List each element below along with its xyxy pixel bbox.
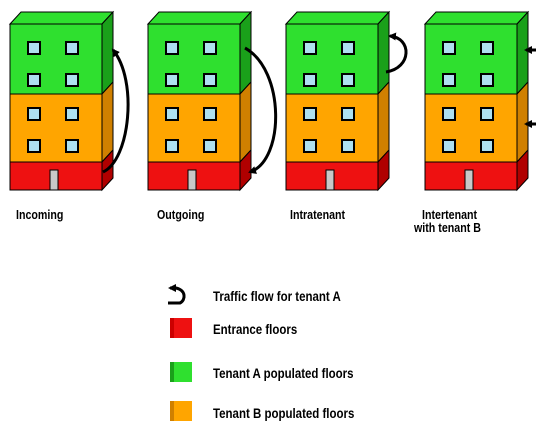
window	[303, 73, 317, 87]
label-outgoing: Outgoing	[157, 207, 205, 222]
window	[165, 139, 179, 153]
legend-entrance-label: Entrance floors	[213, 321, 298, 337]
tenant-a-floors	[9, 23, 103, 95]
tenant-a-floors	[424, 23, 518, 95]
door	[187, 169, 197, 191]
door	[464, 169, 474, 191]
label-with-tenant-b: with tenant B	[414, 220, 481, 235]
label-incoming: Incoming	[16, 207, 64, 222]
legend-traffic-arrow-icon	[168, 284, 186, 305]
label-intertenant: Intertenant	[422, 207, 478, 222]
legend-entrance-swatch	[170, 318, 192, 338]
window	[203, 41, 217, 55]
tenant-a-floors-side	[239, 10, 252, 96]
tenant-a-floors-side	[377, 10, 390, 96]
window	[65, 73, 79, 87]
legend-traffic-label: Traffic flow for tenant A	[213, 288, 341, 304]
tenant-b-floors	[9, 93, 103, 163]
window	[480, 73, 494, 87]
building-roof	[146, 11, 253, 25]
building-roof	[8, 11, 115, 25]
building-intratenant	[284, 10, 391, 192]
incoming-flow-arrow	[102, 48, 130, 174]
tenant-b-floors	[424, 93, 518, 163]
building-intertenant	[423, 10, 530, 192]
window	[27, 73, 41, 87]
window	[27, 139, 41, 153]
window	[65, 139, 79, 153]
label-intratenant: Intratenant	[290, 207, 346, 222]
entrance-floor-side	[377, 148, 390, 192]
window	[442, 139, 456, 153]
building-outgoing	[146, 10, 253, 192]
window	[480, 107, 494, 121]
window	[480, 139, 494, 153]
tenant-a-floors-side	[516, 10, 529, 96]
legend-tenant-a-label: Tenant A populated floors	[213, 365, 354, 381]
tenant-b-floors	[285, 93, 379, 163]
window	[341, 41, 355, 55]
window	[165, 73, 179, 87]
building-roof	[423, 11, 530, 25]
entrance-floor-side	[516, 148, 529, 192]
window	[442, 73, 456, 87]
window	[27, 41, 41, 55]
window	[65, 107, 79, 121]
window	[303, 107, 317, 121]
tenant-a-floors	[147, 23, 241, 95]
window	[65, 41, 79, 55]
window	[165, 107, 179, 121]
tenant-b-floors-side	[239, 80, 252, 164]
building-roof	[284, 11, 391, 25]
window	[303, 41, 317, 55]
window	[203, 107, 217, 121]
window	[203, 73, 217, 87]
window	[341, 107, 355, 121]
window	[341, 139, 355, 153]
legend-tenant-b-label: Tenant B populated floors	[213, 405, 355, 421]
tenant-a-floors-side	[101, 10, 114, 96]
window	[27, 107, 41, 121]
window	[442, 107, 456, 121]
tenant-b-floors-side	[377, 80, 390, 164]
window	[303, 139, 317, 153]
tenant-a-floors	[285, 23, 379, 95]
door	[325, 169, 335, 191]
window	[341, 73, 355, 87]
outgoing-flow-arrow	[244, 46, 278, 174]
tenant-b-floors-side	[101, 80, 114, 164]
building-incoming	[8, 10, 115, 192]
tenant-b-floors-side	[516, 80, 529, 164]
entrance-floor-side	[239, 148, 252, 192]
window	[442, 41, 456, 55]
window	[165, 41, 179, 55]
window	[480, 41, 494, 55]
window	[203, 139, 217, 153]
tenant-b-floors	[147, 93, 241, 163]
door	[49, 169, 59, 191]
legend-tenant-a-swatch	[170, 362, 192, 382]
intratenant-flow-arrow	[385, 32, 408, 74]
legend-tenant-b-swatch	[170, 401, 192, 421]
